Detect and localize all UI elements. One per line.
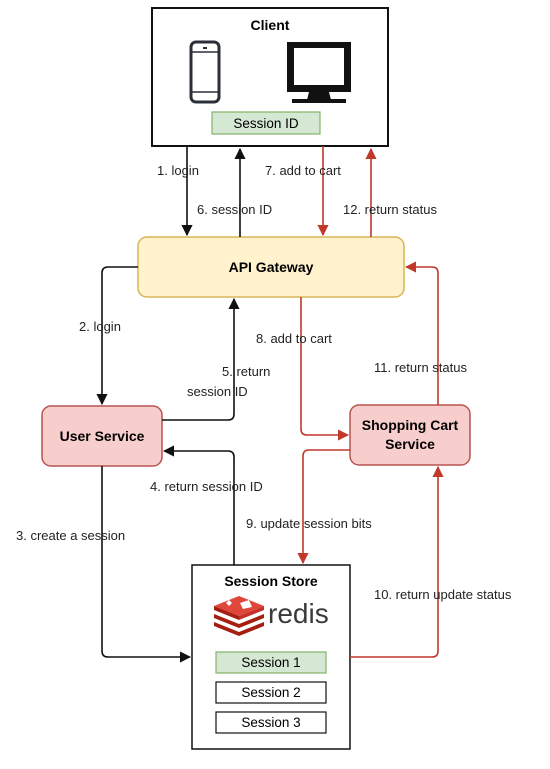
svg-text:Session ID: Session ID [233, 116, 299, 131]
session-item-2: Session 2 [215, 681, 327, 704]
redis-logo-icon [214, 596, 264, 636]
shopping-cart-service-box: Shopping Cart Service [349, 404, 471, 466]
label-8-add-to-cart: 8. add to cart [256, 331, 332, 346]
session-store-title: Session Store [224, 573, 318, 589]
label-3-create-session: 3. create a session [16, 528, 125, 543]
label-7-add-to-cart: 7. add to cart [265, 163, 341, 178]
label-1-login: 1. login [157, 163, 199, 178]
arrow-10-return-update-status [350, 465, 444, 658]
arrow-11-return-status [404, 261, 439, 405]
redis-wordmark: redis [268, 598, 329, 629]
shopping-cart-title-line2: Service [385, 436, 435, 452]
label-5-return-line2: session ID [187, 384, 248, 399]
label-5-return-line1: 5. return [222, 364, 270, 379]
arrow-2-login [96, 266, 138, 406]
client-title: Client [251, 17, 290, 33]
arrow-9-update-session-bits [297, 449, 350, 565]
svg-text:Session 1: Session 1 [241, 655, 300, 670]
label-9-update-session-bits: 9. update session bits [246, 516, 372, 531]
arrow-8-add-to-cart [300, 297, 350, 441]
user-service-box: User Service [41, 405, 163, 467]
api-gateway-box: API Gateway [137, 236, 405, 298]
svg-text:Session 3: Session 3 [241, 715, 300, 730]
arrow-5-return-session-id [162, 297, 240, 421]
label-6-session-id: 6. session ID [197, 202, 272, 217]
label-11-return-status: 11. return status [374, 360, 467, 375]
desktop-monitor-icon [287, 42, 351, 103]
client-session-id: Session ID [211, 111, 321, 135]
label-10-return-update-status: 10. return update status [374, 587, 512, 602]
arrow-3-create-session [101, 466, 192, 663]
arrow-4-return-session-id [162, 445, 235, 565]
user-service-title: User Service [60, 428, 145, 444]
label-12-return-status: 12. return status [343, 202, 437, 217]
svg-text:Session 2: Session 2 [241, 685, 300, 700]
api-gateway-title: API Gateway [229, 259, 314, 275]
label-2-login: 2. login [79, 319, 121, 334]
session-item-1: Session 1 [215, 651, 327, 674]
session-item-3: Session 3 [215, 711, 327, 734]
label-4-return-session-id: 4. return session ID [150, 479, 263, 494]
shopping-cart-title-line1: Shopping Cart [362, 417, 459, 433]
smartphone-icon [189, 40, 221, 104]
session-store-box: Session Store redis Session 1 Session 2 … [191, 564, 351, 750]
client-box: Client Session ID [151, 7, 389, 147]
